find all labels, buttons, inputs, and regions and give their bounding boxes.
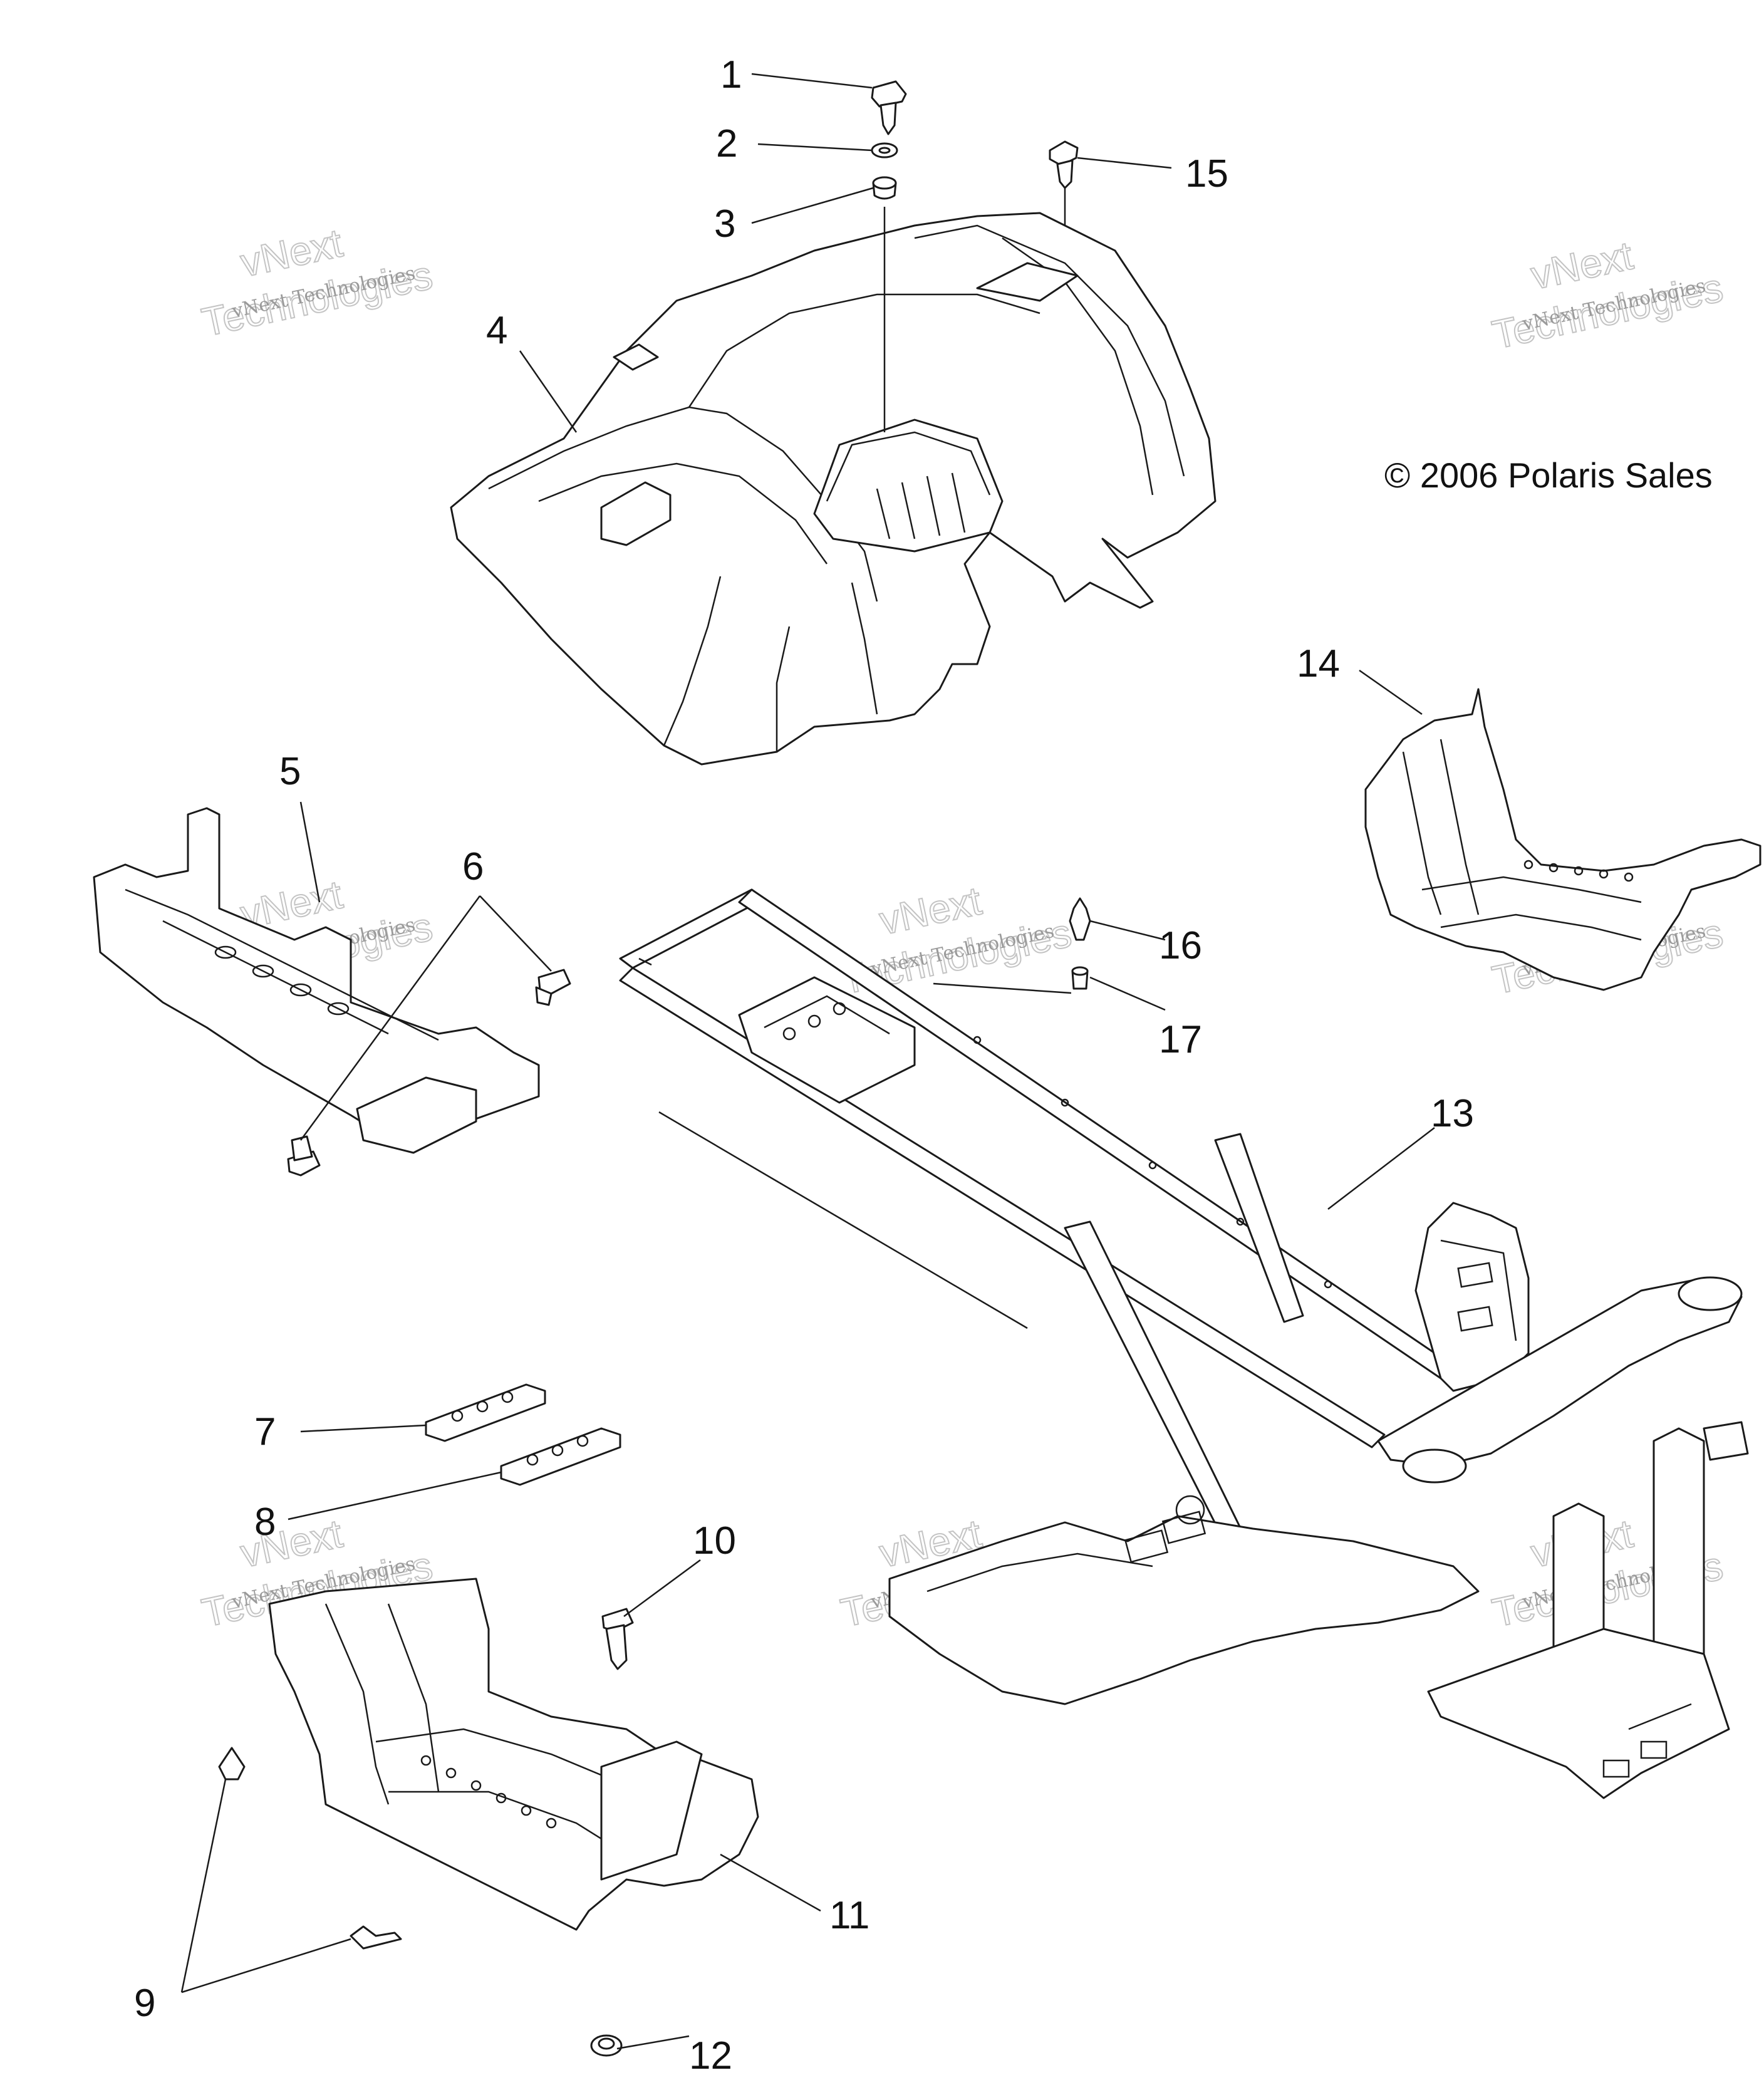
callout-11: 11 [829,1894,869,1937]
watermark-top-right: vNext Technologies vNext Technologies [1488,232,1727,358]
copyright-text: © 2006 Polaris Sales [1384,455,1713,495]
callout-3: 3 [714,202,735,246]
callout-13: 13 [1431,1092,1474,1135]
callout-8: 8 [254,1500,276,1544]
part-6-bolts [287,969,571,1177]
part-13-frame [619,888,1749,1799]
part-3-grommet [872,176,897,200]
part-7-strip [425,1383,546,1442]
part-16-fastener [1069,897,1091,941]
callout-1: 1 [720,53,742,96]
part-8-strip [500,1427,621,1486]
watermark-top-left: vNext Technologies vNext Technologies [197,219,437,345]
part-9-rivets [218,1747,402,1950]
callouts: 1 2 3 4 5 6 7 8 9 10 11 12 13 14 15 16 1… [134,53,1474,2077]
callout-17: 17 [1159,1018,1202,1061]
leader-lines [180,73,1435,2050]
callout-14: 14 [1297,642,1340,685]
callout-6: 6 [462,845,484,888]
part-17-fastener [1071,966,1089,990]
part-14-footwell [1364,688,1761,991]
callout-12: 12 [689,2034,732,2077]
callout-7: 7 [254,1410,276,1453]
part-10-bolt [601,1608,634,1670]
part-2-washer [871,142,898,159]
callout-4: 4 [486,309,507,352]
callout-5: 5 [279,750,301,793]
part-4-rear-fender [450,207,1217,766]
part-12-nut [590,2034,623,2057]
callout-9: 9 [134,1982,155,2025]
part-1-bolt [871,80,907,135]
callout-16: 16 [1159,924,1202,967]
part-5-front-bracket [93,807,540,1154]
part-11-footwell [268,1578,759,1931]
callout-15: 15 [1185,152,1228,195]
callout-2: 2 [716,122,737,165]
callout-10: 10 [693,1519,736,1562]
